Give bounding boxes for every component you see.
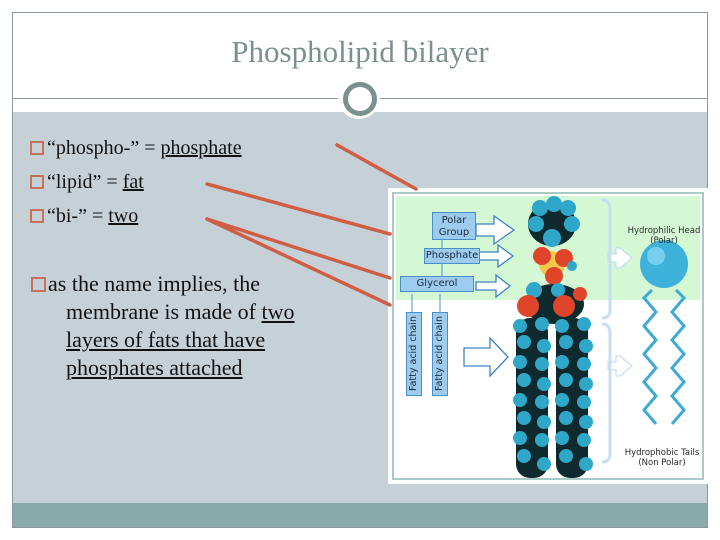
paragraph-underlined: phosphates attached: [66, 355, 243, 380]
bullet-term: “lipid” =: [47, 171, 123, 193]
fatty-acid-chain-label-1: Fatty acid chain: [406, 312, 422, 396]
bullet-meaning: fat: [122, 171, 144, 193]
polar-group-label: Polar Group: [432, 212, 476, 240]
hydrophobic-tails-icon: [641, 288, 687, 425]
paragraph-line: as the name implies, the: [48, 271, 260, 296]
bullet-lipid: “lipid” = fat: [30, 170, 144, 194]
bullet-term: “bi-” =: [47, 205, 109, 227]
bullet-term: “phospho-” =: [47, 137, 161, 159]
bullet-square-icon: [30, 209, 44, 223]
circle-ornament-icon: [343, 82, 377, 116]
bullet-square-icon: [30, 175, 44, 189]
slide-title: Phospholipid bilayer: [231, 34, 489, 69]
arrow-icon: [463, 214, 634, 378]
bullet-square-icon: [30, 141, 44, 155]
paragraph-underlined: layers of fats that have: [66, 327, 266, 352]
bullet-square-icon: [31, 277, 46, 292]
bullet-bi: “bi-” = two: [30, 204, 138, 228]
hydrophilic-head-icon: [640, 240, 688, 288]
glycerol-molecule: [517, 282, 587, 324]
phospholipid-diagram: Polar Group Phosphate Glycerol Fatty aci…: [388, 188, 708, 484]
hydrophobic-tails-caption: Hydrophobic Tails (Non Polar): [624, 448, 700, 468]
fatty-acid-chains-molecule: [513, 317, 593, 478]
hydrophilic-head-caption: Hydrophilic Head (Polar): [627, 226, 701, 246]
phosphate-molecule: [533, 247, 577, 285]
footer-bar: [13, 503, 707, 527]
polar-group-molecule: [528, 196, 580, 247]
bullet-meaning: two: [108, 205, 139, 227]
glycerol-label: Glycerol: [400, 276, 474, 292]
fatty-acid-chain-label-2: Fatty acid chain: [432, 312, 448, 396]
bullet-phospho: “phospho-” = phosphate: [30, 136, 242, 160]
paragraph-line: membrane is made of: [66, 299, 262, 324]
paragraph-underlined: two: [261, 299, 295, 324]
phosphate-label: Phosphate: [424, 248, 480, 264]
bullet-meaning: phosphate: [160, 137, 242, 159]
explanation-paragraph: as the name implies, the membrane is mad…: [31, 270, 371, 382]
diagram-art: [411, 196, 688, 478]
diagram-frame: Polar Group Phosphate Glycerol Fatty aci…: [392, 192, 704, 480]
